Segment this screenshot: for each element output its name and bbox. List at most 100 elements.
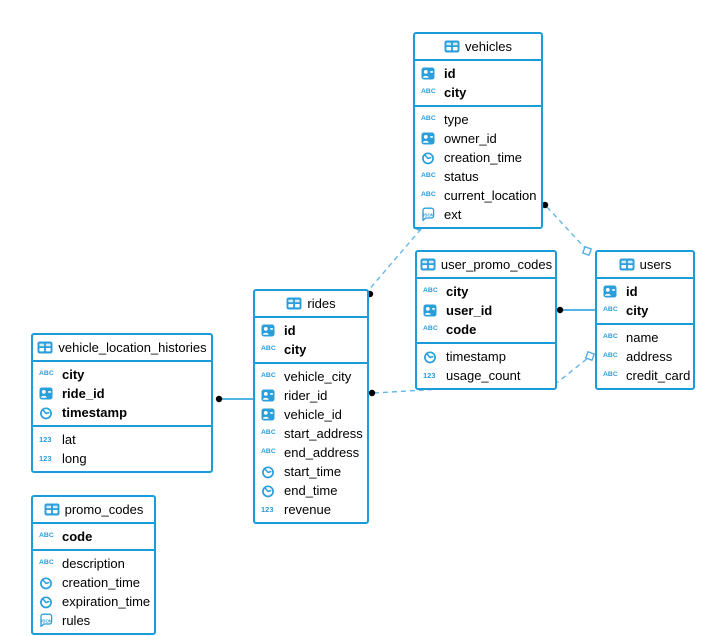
text-type-icon: ABC xyxy=(603,306,618,314)
timestamp-type-icon xyxy=(39,595,57,609)
relationship-line-rides-vehicles[interactable] xyxy=(366,228,422,293)
table-header[interactable]: user_promo_codes xyxy=(417,252,555,279)
fields-section: timestamp 123 usage_count xyxy=(417,344,555,388)
table-name: user_promo_codes xyxy=(440,257,553,272)
table-icon xyxy=(619,258,635,271)
timestamp-type-icon xyxy=(261,465,279,479)
field-row[interactable]: id xyxy=(255,321,367,340)
table-header[interactable]: vehicles xyxy=(415,34,541,61)
uuid-type-icon xyxy=(261,389,279,402)
field-name: id xyxy=(444,66,456,81)
text-type-icon: ABC xyxy=(423,325,438,333)
uuid-type-icon xyxy=(261,408,279,421)
field-row[interactable]: creation_time xyxy=(415,148,541,167)
field-name: expiration_time xyxy=(62,594,151,609)
field-row[interactable]: 123 usage_count xyxy=(417,366,555,385)
field-row[interactable]: creation_time xyxy=(33,573,154,592)
field-name: lat xyxy=(62,432,76,447)
field-name: current_location xyxy=(444,188,537,203)
text-type-icon: ABC xyxy=(261,372,276,380)
field-row[interactable]: timestamp xyxy=(33,403,211,422)
field-row[interactable]: end_time xyxy=(255,481,367,500)
field-name: city xyxy=(284,342,307,357)
text-type-icon: ABC xyxy=(261,448,276,456)
number-type-icon: 123 xyxy=(423,370,436,380)
table-icon xyxy=(37,341,53,354)
relationship-line-vehicles-users[interactable] xyxy=(546,206,586,249)
number-type-icon: 123 xyxy=(39,434,52,444)
svg-text:JSON: JSON xyxy=(40,618,52,623)
uuid-type-icon xyxy=(603,285,621,298)
field-name: city xyxy=(446,284,469,299)
relationship-dot-end-marker xyxy=(556,306,564,314)
field-row[interactable]: timestamp xyxy=(417,347,555,366)
table-name: vehicle_location_histories xyxy=(58,340,207,355)
field-name: id xyxy=(626,284,638,299)
table-icon xyxy=(444,40,460,53)
table-header[interactable]: vehicle_location_histories xyxy=(33,335,211,362)
field-row[interactable]: expiration_time xyxy=(33,592,154,611)
field-row[interactable]: id xyxy=(415,64,541,83)
field-row[interactable]: ride_id xyxy=(33,384,211,403)
timestamp-type-icon xyxy=(39,406,57,420)
field-row[interactable]: ABC city xyxy=(597,301,693,320)
field-name: ride_id xyxy=(62,386,105,401)
text-type-icon: ABC xyxy=(421,172,436,180)
field-name: usage_count xyxy=(446,368,521,383)
field-name: revenue xyxy=(284,502,331,517)
field-row[interactable]: rider_id xyxy=(255,386,367,405)
json-type-icon: JSON xyxy=(421,207,439,222)
field-row[interactable]: 123 lat xyxy=(33,430,211,449)
field-row[interactable]: owner_id xyxy=(415,129,541,148)
text-type-icon: ABC xyxy=(421,115,436,123)
field-row[interactable]: start_time xyxy=(255,462,367,481)
field-row[interactable]: JSON rules xyxy=(33,611,154,630)
table-icon xyxy=(286,297,302,310)
field-name: city xyxy=(444,85,467,100)
uuid-type-icon xyxy=(421,132,439,145)
field-row[interactable]: id xyxy=(597,282,693,301)
field-name: rules xyxy=(62,613,91,628)
table-header[interactable]: users xyxy=(597,252,693,279)
field-name: city xyxy=(626,303,649,318)
field-row[interactable]: vehicle_id xyxy=(255,405,367,424)
field-name: vehicle_id xyxy=(284,407,342,422)
svg-text:JSON: JSON xyxy=(422,212,434,217)
text-type-icon: ABC xyxy=(603,333,618,341)
field-row[interactable]: user_id xyxy=(417,301,555,320)
table-header[interactable]: rides xyxy=(255,291,367,318)
uuid-type-icon xyxy=(39,387,57,400)
table-header[interactable]: promo_codes xyxy=(33,497,154,524)
relationship-dot-end-marker xyxy=(368,389,376,397)
timestamp-type-icon xyxy=(421,151,439,165)
relationship-one-end-marker xyxy=(581,245,593,257)
